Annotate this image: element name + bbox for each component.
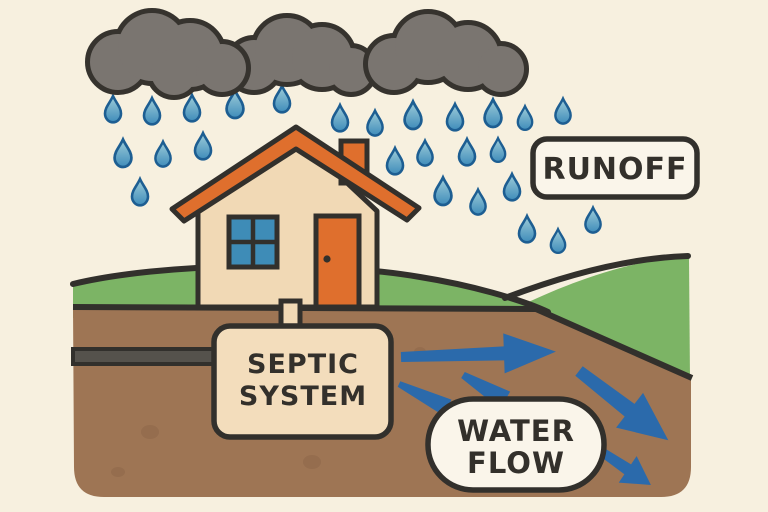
window: [226, 214, 280, 270]
underground-pipe: [71, 347, 218, 366]
runoff-label: RUNOFF: [542, 152, 687, 187]
water-flow-arrow-stub: [397, 381, 452, 416]
septic-label-line2: SYSTEM: [239, 381, 367, 412]
water-flow-line2: FLOW: [467, 446, 565, 480]
house: [169, 124, 422, 310]
water-flow-label: WATER FLOW: [425, 396, 607, 493]
septic-label-line1: SEPTIC: [247, 349, 359, 380]
rain-cloud-left: [85, 8, 251, 100]
ground-line: [72, 304, 694, 381]
water-flow-arrow: [400, 333, 556, 374]
soil-spot: [111, 467, 125, 477]
soil-spot: [303, 455, 321, 469]
hill: [516, 257, 690, 381]
door-knob: [323, 255, 331, 263]
roof: [169, 124, 422, 224]
door: [313, 213, 362, 310]
runoff-sign: RUNOFF: [530, 136, 700, 200]
soil-spot: [141, 425, 159, 439]
water-flow-arrow: [575, 366, 669, 441]
storm-clouds: [85, 8, 529, 100]
hill-outline: [502, 253, 691, 301]
water-flow-line1: WATER: [457, 414, 575, 448]
septic-system-box: SEPTIC SYSTEM: [211, 323, 394, 440]
rain-cloud-right: [363, 9, 529, 97]
water-flow-arrow: [599, 448, 651, 485]
